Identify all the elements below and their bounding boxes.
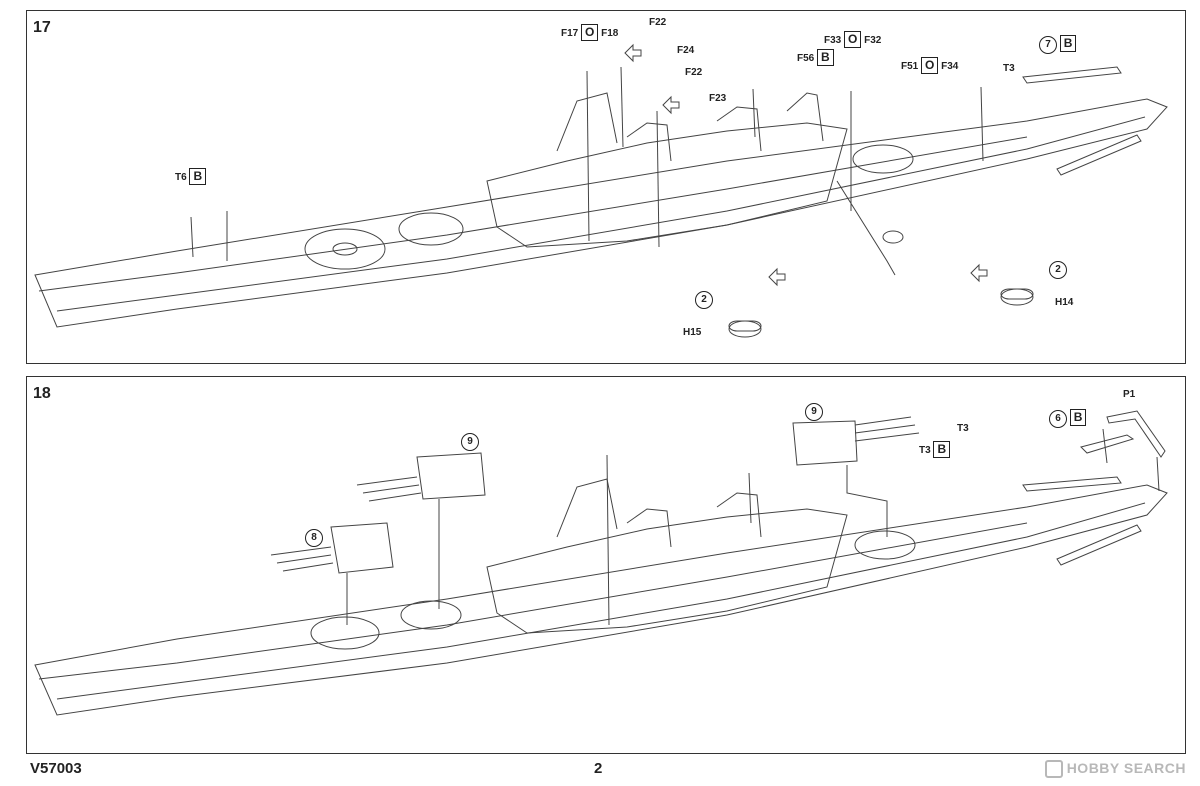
label-8: 8 (305, 529, 323, 547)
label-t3: T3 (1003, 63, 1015, 74)
label-f24: F24 (677, 45, 695, 56)
watermark-logo: HOBBY SEARCH (1044, 760, 1186, 779)
label-t3-b2: T3 (957, 423, 969, 434)
label-6-b: 6 B (1049, 409, 1087, 428)
step-18-panel: 18 (26, 376, 1186, 754)
step-number: 18 (33, 385, 51, 402)
step-number: 17 (33, 19, 51, 36)
label-2a: 2 (695, 291, 713, 309)
label-p1: P1 (1123, 389, 1136, 400)
label-7-b: 7 B (1039, 35, 1077, 54)
label-2b: 2 (1049, 261, 1067, 279)
label-t6: T6 B (175, 168, 207, 185)
label-h14: H14 (1055, 297, 1074, 308)
label-f56: F56 B (797, 49, 834, 66)
label-f23: F23 (709, 93, 727, 104)
label-t3-b: T3 B (919, 441, 951, 458)
label-f33-f32: F33 O F32 (824, 31, 882, 48)
page-number: 2 (594, 760, 603, 777)
label-f22a: F22 (649, 17, 667, 28)
label-h15: H15 (683, 327, 702, 338)
label-f51-f34: F51 O F34 (901, 57, 959, 74)
product-code: V57003 (30, 760, 82, 777)
ship-hull-drawing-18 (34, 410, 1168, 716)
logo-icon (1044, 760, 1063, 779)
step-17-panel: 17 (26, 10, 1186, 364)
label-f17-f18: F17 O F18 (561, 24, 619, 41)
label-9b: 9 (805, 403, 823, 421)
label-f22b: F22 (685, 67, 703, 78)
ship-hull-drawing-17 (34, 43, 1168, 338)
label-9a: 9 (461, 433, 479, 451)
